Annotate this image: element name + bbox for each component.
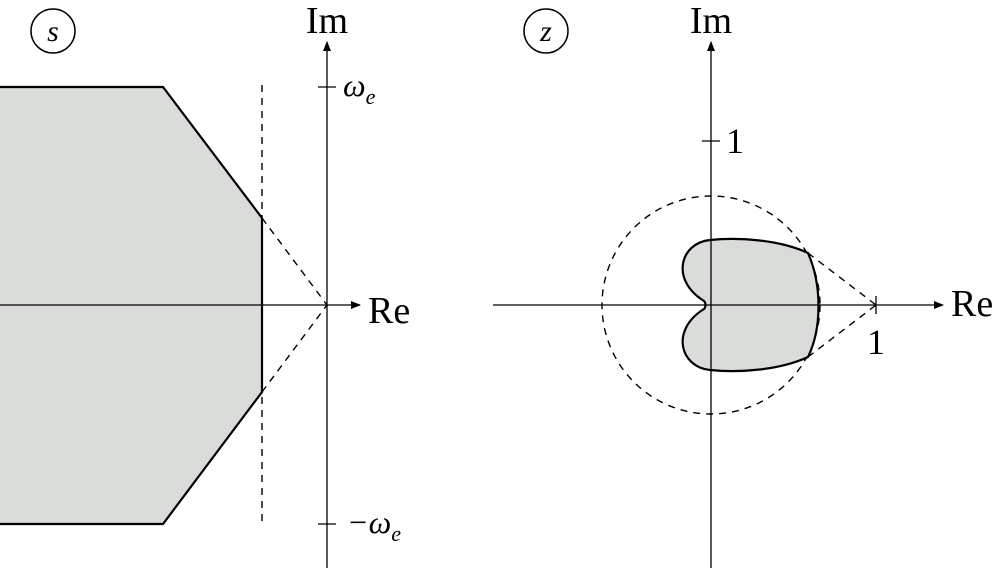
s-plane-imag-axis-label: Im	[306, 0, 348, 42]
s-plane-dashed-sector-lower	[261, 304, 328, 393]
z-plane-dashed-tangent-upper	[807, 252, 877, 306]
s-plane-label: s	[47, 15, 59, 48]
s-plane-panel: s Im Re ωe −ωe	[0, 0, 410, 568]
z-plane-label: z	[539, 15, 552, 48]
z-plane-panel: z Im Re 1 1	[493, 0, 993, 568]
z-plane-dashed-tangent-lower	[807, 304, 877, 358]
s-plane-real-axis-label: Re	[368, 290, 410, 332]
s-plane-dashed-sector-upper	[261, 217, 328, 306]
z-plane-imag-axis-label: Im	[690, 0, 732, 42]
s-plane-tick-lower-sub: e	[391, 521, 401, 546]
s-plane-label-circle	[30, 8, 76, 54]
z-plane-tick-real-label: 1	[867, 322, 885, 362]
s-plane-tick-lower-label: −ωe	[347, 504, 401, 546]
s-plane-tick-upper-label: ωe	[343, 67, 376, 109]
z-plane-tick-imag-label: 1	[726, 121, 744, 161]
s-plane-tick-upper-sub: e	[366, 84, 376, 109]
z-plane-real-axis-label: Re	[951, 283, 993, 325]
z-plane-label-circle	[523, 8, 569, 54]
